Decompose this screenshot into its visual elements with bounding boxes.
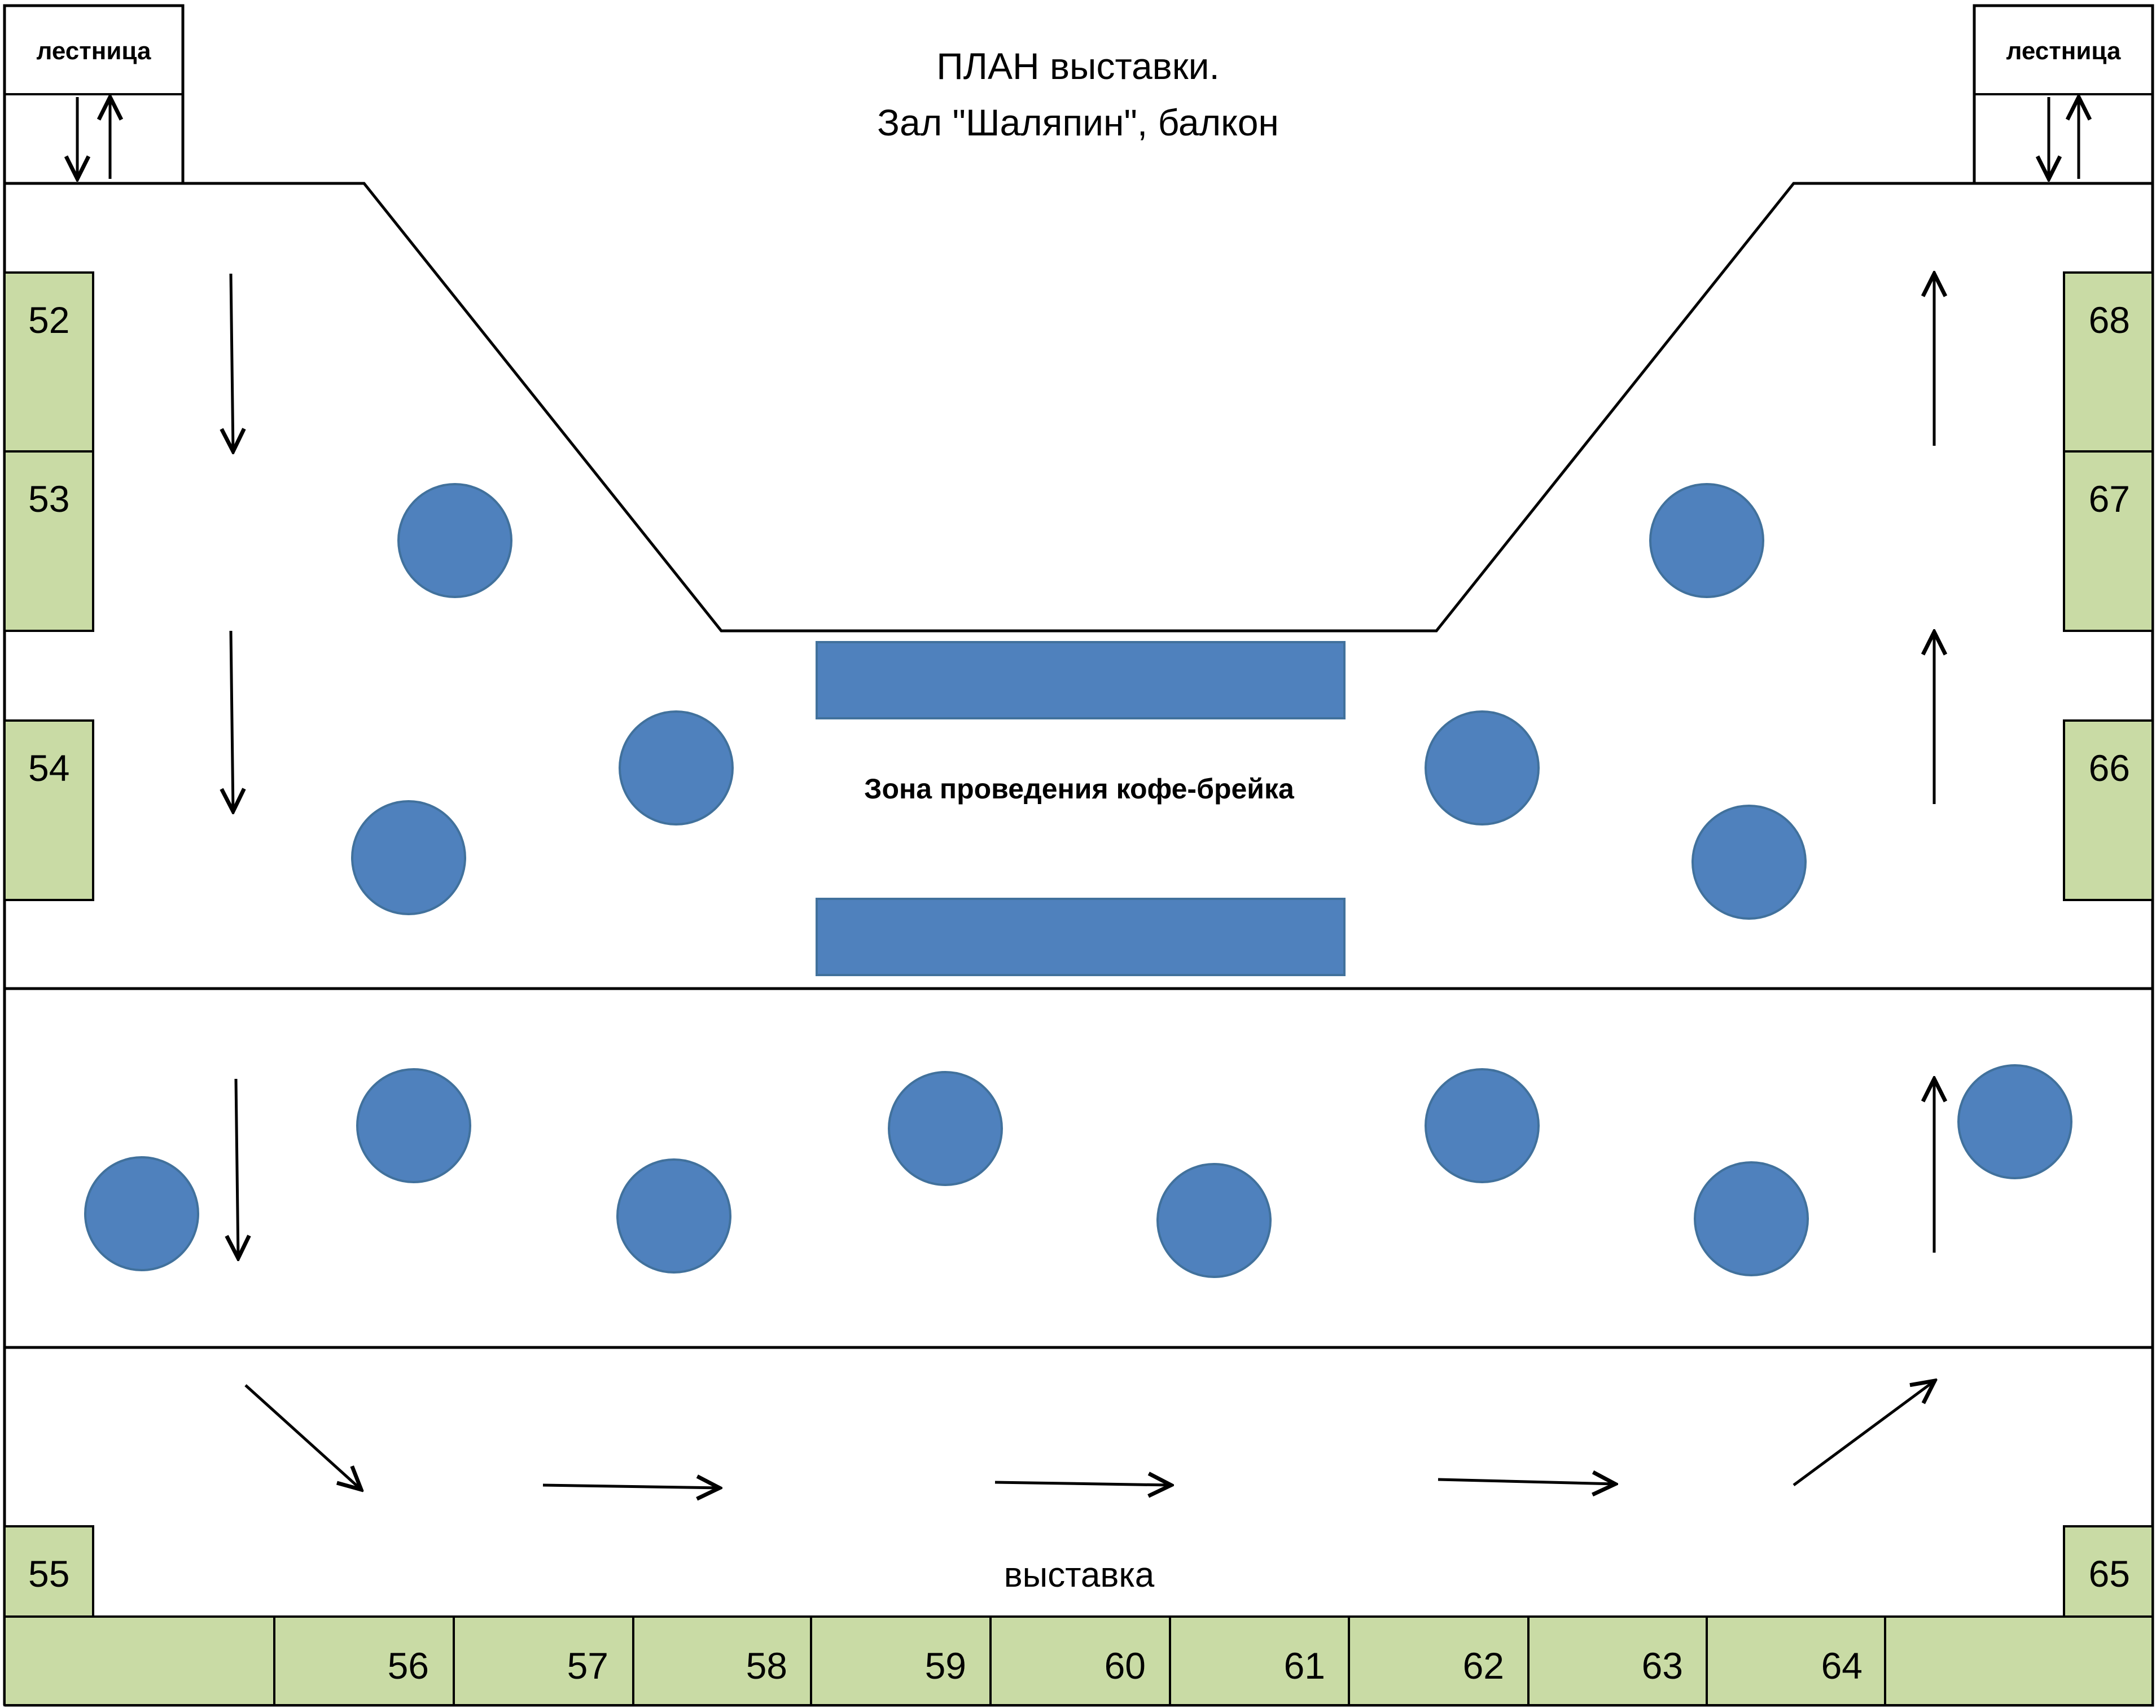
booth-68-label: 68 (2089, 299, 2130, 341)
booth-64-label: 64 (1821, 1645, 1863, 1687)
flow-arrow-right-down (244, 1384, 361, 1490)
booth-61-label: 61 (1284, 1645, 1325, 1687)
flow-arrow-down (231, 630, 233, 811)
stairs-right-label: лестница (2006, 37, 2121, 65)
bottom-strip-left-corner (3, 1615, 275, 1706)
hall-upper-outline (3, 182, 2154, 1707)
round-table (1649, 483, 1764, 598)
booth-64[interactable]: 64 (1706, 1615, 1886, 1706)
exhibition-zone-label: выставка (1004, 1556, 1155, 1595)
coffee-break-zone-label: Зона проведения кофе-брейка (864, 773, 1295, 805)
booth-64-box (1706, 1615, 1886, 1706)
booth-60-label: 60 (1105, 1645, 1146, 1687)
booth-57-label: 57 (567, 1645, 608, 1687)
round-table (616, 1158, 731, 1274)
booth-55[interactable]: 55 (3, 1525, 94, 1618)
booth-56-label: 56 (388, 1645, 429, 1687)
coffee-buffet-table-bottom (816, 898, 1346, 976)
round-table (356, 1068, 471, 1183)
booth-56[interactable]: 56 (273, 1615, 455, 1706)
round-table (1425, 710, 1540, 826)
booth-60-box (989, 1615, 1171, 1706)
booth-65[interactable]: 65 (2063, 1525, 2154, 1618)
booth-59[interactable]: 59 (810, 1615, 992, 1706)
round-table (1692, 805, 1807, 920)
round-table (397, 483, 512, 598)
flow-arrow-right (994, 1482, 1171, 1485)
booth-62[interactable]: 62 (1348, 1615, 1530, 1706)
booth-52-label: 52 (28, 299, 69, 341)
booth-62-box (1348, 1615, 1530, 1706)
booth-61[interactable]: 61 (1169, 1615, 1350, 1706)
booth-62-label: 62 (1463, 1645, 1504, 1687)
round-table (888, 1071, 1003, 1186)
round-table (84, 1156, 199, 1271)
round-tables (84, 483, 2072, 1278)
booth-63-label: 63 (1642, 1645, 1683, 1687)
round-table (619, 710, 734, 826)
flow-arrow-down (231, 273, 233, 451)
round-table (351, 800, 466, 915)
booth-63[interactable]: 63 (1527, 1615, 1708, 1706)
flow-arrow-down (236, 1078, 238, 1258)
booth-59-label: 59 (925, 1645, 966, 1687)
booth-66-box (2063, 719, 2154, 901)
booth-58-label: 58 (746, 1645, 787, 1687)
booth-54-box (3, 719, 94, 901)
booth-58-box (632, 1615, 812, 1706)
booth-67[interactable]: 67 (2063, 450, 2154, 632)
round-table (1425, 1068, 1540, 1183)
booth-65-label: 65 (2089, 1553, 2130, 1595)
booth-53-label: 53 (28, 478, 69, 520)
plan-title-line1: ПЛАН выставки. (936, 45, 1220, 87)
booth-67-label: 67 (2089, 478, 2130, 520)
booth-54[interactable]: 54 (3, 719, 94, 901)
stairs-left-label: лестница (37, 37, 151, 65)
booth-52[interactable]: 52 (3, 271, 94, 453)
bottom-strip-right-corner (1884, 1615, 2154, 1706)
booth-67-box (2063, 450, 2154, 632)
stairs-right[interactable]: лестница (1973, 4, 2154, 185)
round-table (1156, 1163, 1272, 1278)
round-table (1694, 1161, 1809, 1276)
plan-title-line2: Зал "Шаляпин", балкон (877, 102, 1279, 143)
visitor-flow-arrows (231, 274, 1935, 1490)
booth-53-box (3, 450, 94, 632)
booth-66-label: 66 (2089, 747, 2130, 789)
round-table (1957, 1064, 2072, 1179)
booth-66[interactable]: 66 (2063, 719, 2154, 901)
flow-arrow-right (542, 1485, 720, 1488)
booth-58[interactable]: 58 (632, 1615, 812, 1706)
booth-54-label: 54 (28, 747, 69, 789)
coffee-buffet-table-top (816, 641, 1346, 719)
booth-61-box (1169, 1615, 1350, 1706)
booth-63-box (1527, 1615, 1708, 1706)
booth-55-label: 55 (28, 1553, 69, 1595)
booth-68-box (2063, 271, 2154, 453)
stairs-left[interactable]: лестница (3, 4, 185, 185)
booth-60[interactable]: 60 (989, 1615, 1171, 1706)
flow-arrow-right-up (1793, 1381, 1935, 1487)
booth-57[interactable]: 57 (453, 1615, 634, 1706)
booth-68[interactable]: 68 (2063, 271, 2154, 453)
flow-arrow-right (1438, 1479, 1615, 1484)
booth-53[interactable]: 53 (3, 450, 94, 632)
booth-56-box (273, 1615, 455, 1706)
